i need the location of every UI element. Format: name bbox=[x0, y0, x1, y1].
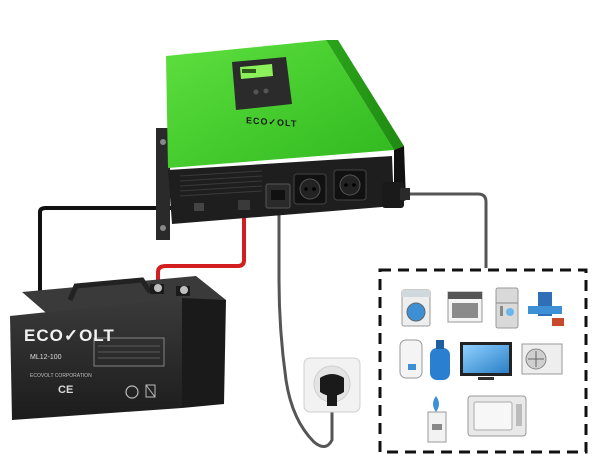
led-indicator-1 bbox=[253, 89, 259, 95]
inverter bbox=[156, 40, 410, 240]
battery-corp-label: ECOVOLT CORPORATION bbox=[30, 373, 92, 379]
water-heater-icon bbox=[399, 339, 423, 379]
gas-cylinder-icon bbox=[430, 340, 450, 380]
wall-plug bbox=[320, 374, 344, 396]
water-dispenser-icon bbox=[427, 396, 447, 443]
negative-terminal bbox=[194, 203, 204, 211]
air-conditioner-icon bbox=[521, 343, 563, 375]
positive-cable bbox=[156, 214, 246, 296]
negative-cable bbox=[38, 206, 196, 292]
led-indicator-2 bbox=[263, 88, 269, 94]
grid-input-cable bbox=[277, 208, 334, 448]
lcd-screen bbox=[240, 64, 273, 79]
output-cable bbox=[406, 192, 488, 268]
washing-machine-icon bbox=[401, 289, 431, 327]
vent-grille bbox=[179, 170, 263, 197]
wall-socket bbox=[303, 357, 361, 413]
appliance-group bbox=[378, 268, 588, 454]
disposal-icon bbox=[145, 384, 156, 398]
battery-model-label: ML12-100 bbox=[30, 354, 62, 361]
television-icon bbox=[460, 342, 512, 380]
water-pump-icon bbox=[528, 292, 564, 326]
cables bbox=[38, 192, 488, 448]
ce-mark: CE bbox=[58, 384, 74, 396]
battery-brand-label: ECO✓OLT bbox=[24, 326, 115, 345]
battery-handle bbox=[67, 277, 153, 301]
refrigerator-icon bbox=[495, 287, 519, 329]
spec-label bbox=[93, 337, 165, 367]
oven-icon bbox=[447, 291, 483, 323]
recycle-icon bbox=[125, 385, 139, 399]
microwave-icon bbox=[467, 395, 527, 437]
battery bbox=[10, 276, 226, 420]
battery-front bbox=[10, 298, 182, 420]
positive-terminal bbox=[238, 200, 250, 210]
output-plug bbox=[382, 182, 404, 208]
